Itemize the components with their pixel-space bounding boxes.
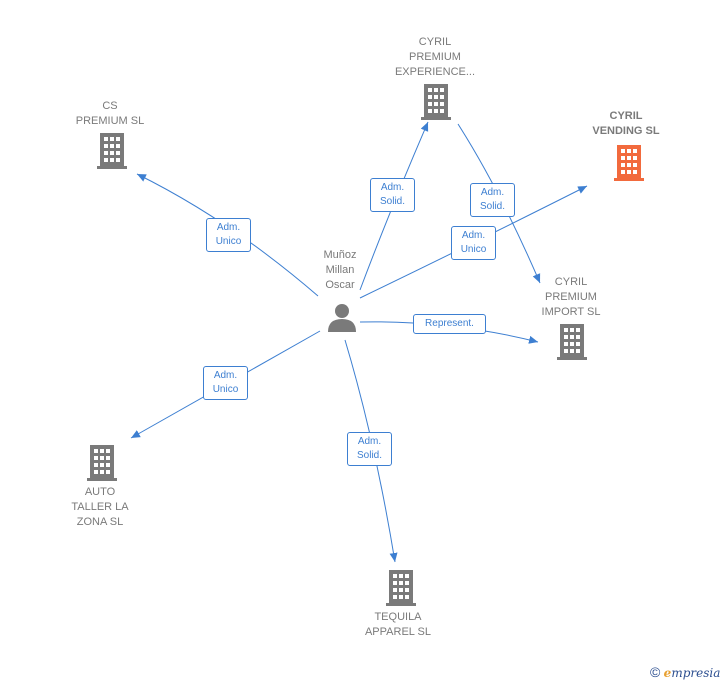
brand-rest: mpresia (671, 666, 721, 680)
relation-label-represent[interactable]: Represent. (413, 314, 486, 334)
company-label-cyril-premium-experience[interactable]: CYRIL PREMIUM EXPERIENCE... (394, 36, 476, 78)
copyright-icon: © (650, 664, 661, 680)
relation-label-adm-unico[interactable]: Adm. Unico (203, 366, 248, 400)
building-icon[interactable] (557, 324, 587, 360)
building-icon[interactable] (87, 445, 117, 481)
relation-label-adm-solid[interactable]: Adm. Solid. (370, 178, 415, 212)
company-label-tequila-apparel[interactable]: TEQUILA APPAREL SL (364, 611, 432, 638)
relation-label-adm-unico[interactable]: Adm. Unico (451, 226, 496, 260)
company-label-auto-taller[interactable]: AUTO TALLER LA ZONA SL (71, 486, 129, 528)
relation-label-adm-unico[interactable]: Adm. Unico (206, 218, 251, 252)
person-icon[interactable] (326, 302, 358, 332)
building-icon[interactable] (97, 133, 127, 169)
company-label-cyril-vending[interactable]: CYRIL VENDING SL (592, 110, 660, 137)
building-icon[interactable] (421, 84, 451, 120)
building-icon-highlighted[interactable] (614, 145, 644, 181)
footer-brand[interactable]: © empresia (650, 664, 720, 680)
building-icon[interactable] (386, 570, 416, 606)
brand-e: e (663, 666, 672, 680)
company-label-cyril-premium-import[interactable]: CYRIL PREMIUM IMPORT SL (541, 276, 601, 318)
person-name[interactable]: Muñoz Millan Oscar (323, 249, 357, 291)
company-label-cs-premium[interactable]: CS PREMIUM SL (75, 100, 145, 127)
relation-label-adm-solid[interactable]: Adm. Solid. (470, 183, 515, 217)
relation-label-adm-solid[interactable]: Adm. Solid. (347, 432, 392, 466)
